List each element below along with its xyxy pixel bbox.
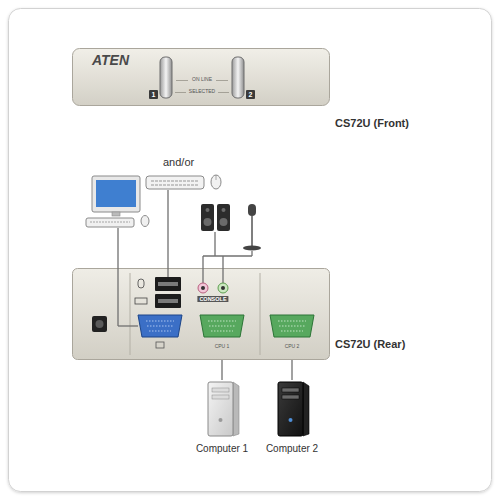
front-panel: ATENON LINESELECTEDCS72U (Front) (72, 48, 330, 106)
keyboard-keys (151, 180, 199, 182)
keyboard-keys (90, 221, 130, 223)
mouse (141, 216, 149, 227)
mic-head (248, 204, 256, 216)
monitor-icon (156, 342, 164, 348)
led-label: SELECTED (189, 89, 215, 95)
mic-jack (198, 283, 208, 293)
speaker-cable (222, 268, 223, 283)
speaker-tweeter (222, 208, 226, 212)
mouse-button (216, 175, 217, 180)
panel-heading: CS72U (Front) (335, 117, 409, 130)
mouse-icon (138, 279, 144, 288)
port-label: CPU 1 (215, 344, 230, 350)
port-label: CPU 2 (285, 344, 300, 350)
led-divider (176, 80, 188, 81)
mic-stand (251, 216, 253, 246)
usb-port (155, 277, 181, 291)
microphone (243, 204, 261, 251)
mic-cable (202, 256, 203, 268)
tower-side (233, 382, 239, 436)
computer-tower (200, 380, 244, 442)
keyboard-icon (135, 298, 147, 304)
audio-bracket (214, 232, 215, 256)
section-divider (130, 273, 131, 355)
port-switch (160, 57, 172, 98)
monitor-stand (112, 212, 120, 216)
tower-front (208, 382, 233, 436)
led-divider (175, 92, 186, 93)
keyboard (146, 176, 204, 189)
usb-cable (167, 190, 168, 268)
computer: Computer 2 (270, 380, 314, 442)
drive-bay (212, 395, 229, 399)
computer: Computer 1 (200, 380, 244, 442)
port-number: 2 (246, 90, 255, 99)
cables (118, 190, 252, 268)
monitor-cable (117, 268, 118, 326)
pc-console (86, 176, 149, 227)
cpu-port (270, 315, 314, 337)
tower-front (278, 382, 303, 436)
drive-bay (282, 388, 299, 392)
vga-pins (208, 321, 236, 331)
frame (9, 9, 492, 492)
speaker-jack (218, 283, 228, 293)
cpu-port (200, 315, 244, 337)
monitor-screen (96, 180, 136, 207)
computer-label: Computer 1 (196, 443, 248, 455)
drive-bay (282, 395, 299, 399)
vga-pins (146, 321, 174, 331)
monitor-bezel (92, 176, 140, 212)
speaker (201, 204, 214, 231)
rear-panel: CONSOLECPU 1CPU 2CS72U (Rear) (72, 268, 330, 360)
power-jack-hole (96, 320, 104, 328)
panel-housing (73, 49, 330, 106)
led-label: ON LINE (192, 77, 212, 83)
tower-side (303, 382, 309, 436)
audio-bracket (251, 251, 252, 256)
mic-jack-hole (201, 286, 205, 290)
cable-connector (221, 360, 222, 380)
panel-housing (73, 269, 330, 360)
audio-bracket (203, 255, 252, 256)
monitor-cable (117, 228, 118, 268)
mouse (211, 175, 221, 189)
usb-cable (167, 268, 168, 277)
monitor-cable (118, 325, 138, 326)
keyboard-keys (151, 184, 199, 186)
computer-tower (270, 380, 314, 442)
section-divider (260, 273, 261, 355)
usb-port (155, 294, 181, 308)
speaker-cone (204, 218, 212, 226)
and-or-note: and/or (163, 156, 194, 169)
speaker-cable (222, 256, 223, 268)
mic-cable (202, 268, 203, 283)
port-switch (232, 57, 244, 98)
led-divider (218, 92, 229, 93)
vga-pins (278, 321, 306, 331)
usb-keyboard-mouse (146, 175, 221, 189)
usb-port-tongue (158, 299, 178, 303)
speaker-cone (220, 218, 228, 226)
speaker-tweeter (206, 208, 210, 212)
power-button (219, 418, 223, 422)
power-jack (92, 316, 107, 332)
console-vga-port (138, 315, 182, 337)
speakers (201, 204, 230, 231)
led-divider (216, 80, 228, 81)
panel-heading: CS72U (Rear) (335, 338, 405, 351)
computer-label: Computer 2 (266, 443, 318, 455)
mic-base (243, 246, 261, 251)
usb-port-tongue (158, 282, 178, 286)
speaker-jack-hole (221, 286, 225, 290)
brand-logo: ATEN (92, 52, 129, 68)
drive-bay (212, 388, 229, 392)
cable-connector (291, 360, 292, 380)
section-label: CONSOLE (197, 296, 228, 302)
speaker (217, 204, 230, 231)
power-button (289, 418, 293, 422)
keyboard (86, 218, 134, 227)
port-number: 1 (149, 90, 158, 99)
